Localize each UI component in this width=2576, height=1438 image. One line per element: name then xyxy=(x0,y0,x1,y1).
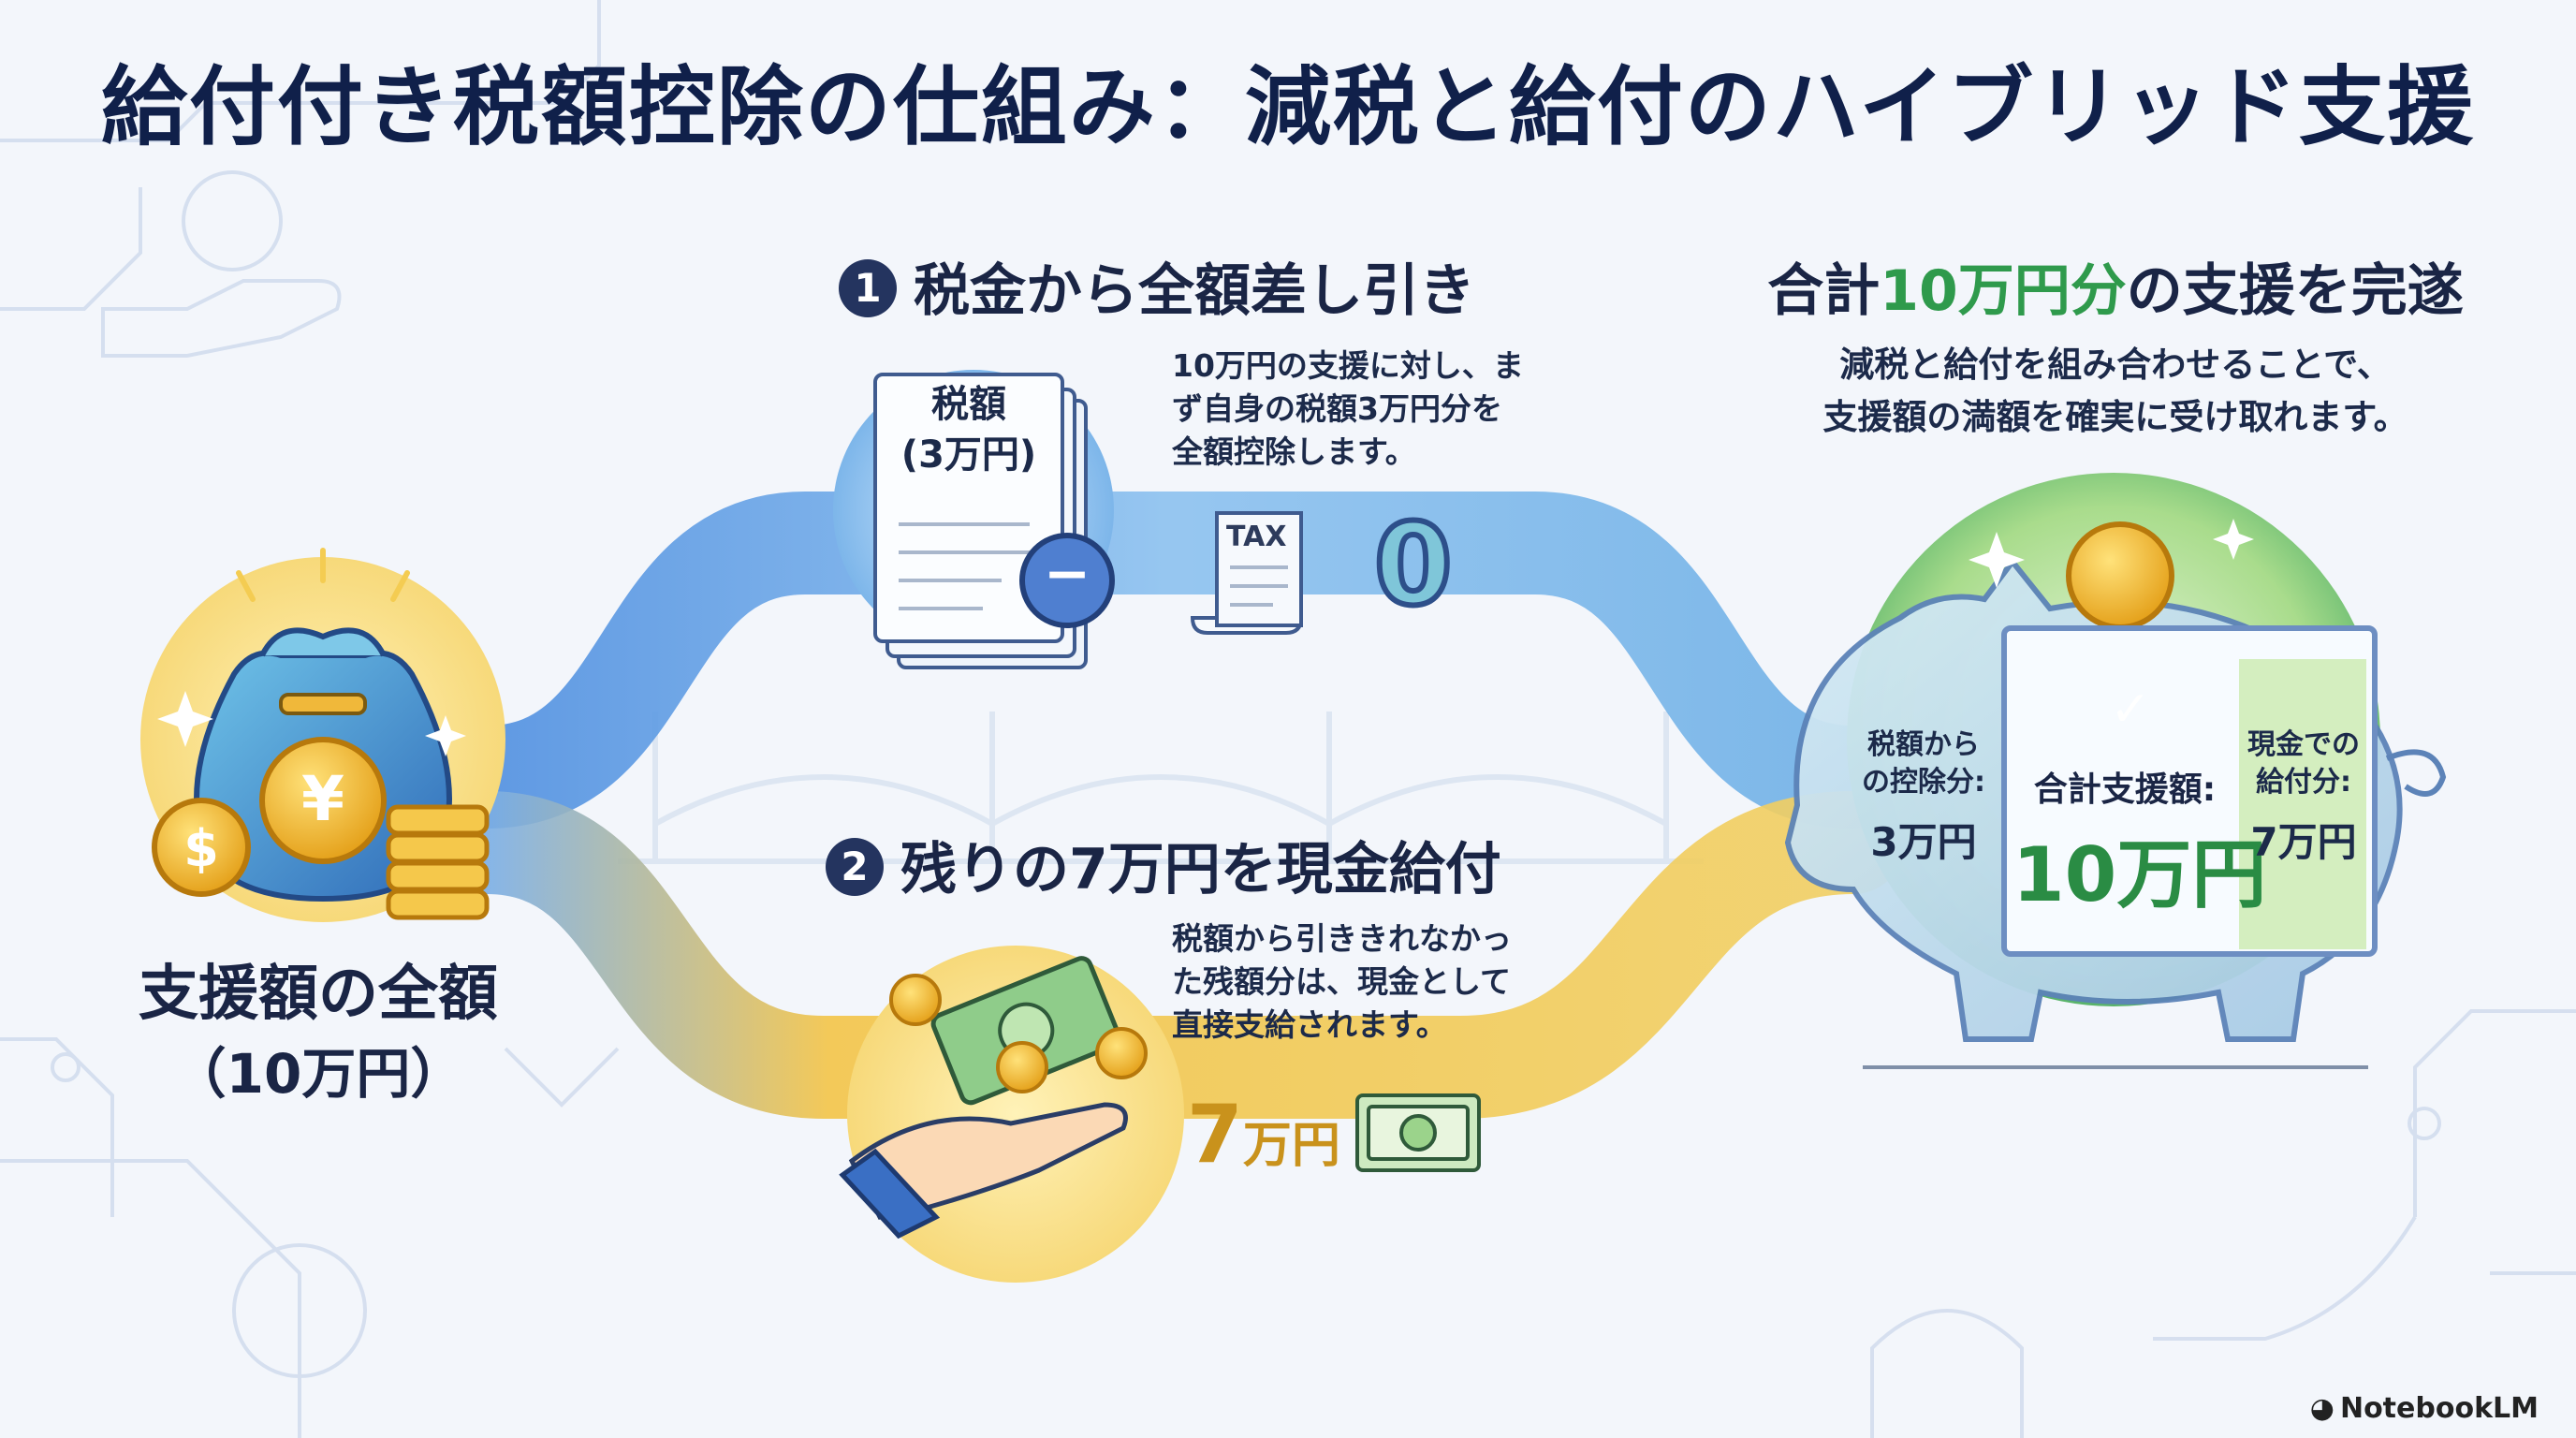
deduction-label: 税額から の控除分: xyxy=(1862,728,1985,799)
step1-heading-text: 税金から全額差し引き xyxy=(914,258,1475,324)
total-label: 合計支援額: xyxy=(2033,770,2217,809)
result-title-prefix: 合計 xyxy=(1767,258,1881,324)
tax-receipt-icon: TAX xyxy=(1226,521,1287,553)
yen-coin-icon: ¥ xyxy=(301,763,344,835)
check-icon: ✓ xyxy=(2110,682,2151,738)
step1-description: 10万円の支援に対し、ま ず自身の税額3万円分を 全額控除します。 xyxy=(1172,347,1524,470)
result-title: 合計10万円分の支援を完遂 xyxy=(1685,245,2546,327)
step2-description: 税額から引ききれなかっ た残額分は、現金として 直接支給されます。 xyxy=(1172,920,1512,1043)
result-description: 減税と給付を組み合わせることで、 支援額の満額を確実に受け取れます。 xyxy=(1822,345,2408,437)
result-title-accent: 10万円分 xyxy=(1880,258,2127,324)
cash-value: 7万円 xyxy=(2250,819,2357,865)
page-title: 給付付き税額控除の仕組み：減税と給付のハイブリッド支援 xyxy=(100,57,2476,157)
step2-number-badge: 2 xyxy=(826,838,884,897)
cash-label: 現金での 給付分: xyxy=(2247,728,2360,799)
deduction-value: 3万円 xyxy=(1870,819,1977,865)
brand-name: NotebookLM xyxy=(2339,1392,2539,1425)
result-title-suffix: の支援を完遂 xyxy=(2126,258,2464,324)
brand-logo: ◕NotebookLM xyxy=(2309,1392,2539,1425)
step1-heading: 1 税金から全額差し引き xyxy=(839,245,1475,327)
step2-heading-text: 残りの7万円を現金給付 xyxy=(900,837,1501,902)
start-subtitle: （10万円） xyxy=(171,1042,465,1106)
tax-document-label: 税額 (3万円) xyxy=(900,383,1037,477)
minus-icon: − xyxy=(1043,541,1091,607)
step1-number-badge: 1 xyxy=(839,259,897,318)
cash-amount: 7万円 xyxy=(1187,1088,1340,1181)
cash-amount-unit: 万円 xyxy=(1242,1118,1340,1174)
total-value: 10万円 xyxy=(2012,831,2267,918)
start-title: 支援額の全額 xyxy=(139,960,498,1029)
dollar-coin-icon: $ xyxy=(183,819,219,878)
cash-amount-number: 7 xyxy=(1187,1088,1243,1181)
remaining-tax-zero: 0 xyxy=(1371,498,1455,634)
cash-side-panel xyxy=(2239,659,2366,949)
step2-heading: 2 残りの7万円を現金給付 xyxy=(826,824,1501,905)
